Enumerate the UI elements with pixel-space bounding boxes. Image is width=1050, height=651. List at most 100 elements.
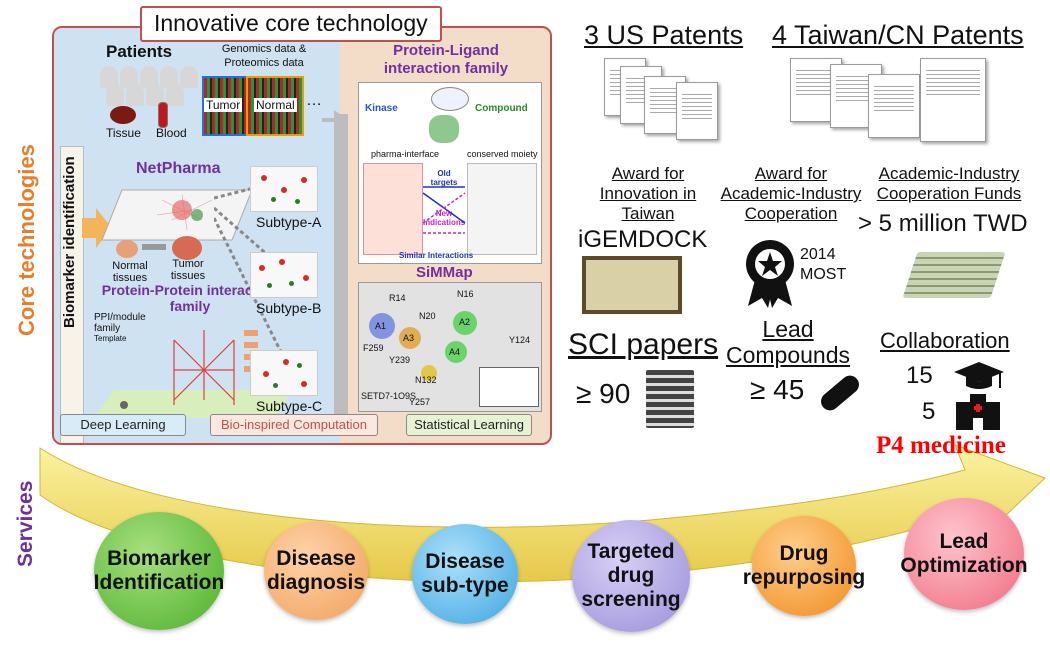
biomarker-bar: [60, 146, 84, 443]
sci-papers-heading: SCI papers: [568, 328, 719, 361]
tumor-label: Tumor: [204, 98, 243, 112]
kinase-label: Kinase: [365, 103, 398, 114]
ppi-module-label: PPI/module family: [94, 312, 146, 334]
simmap-structure: R14 N16 N20 A1 A2 A3 F259 Y239 A4 N132 Y…: [358, 282, 542, 412]
service-biomarker-identification: Biomarker Identification: [94, 512, 224, 630]
normal-tissue-icon: [116, 240, 138, 258]
residue-n132: N132: [415, 375, 437, 385]
award-certificate-image: [582, 256, 682, 314]
tissue-icon: [110, 106, 136, 124]
graduation-cap-icon: [954, 362, 1004, 389]
patients-icon: [100, 66, 200, 106]
residue-y257: Y257: [409, 397, 431, 407]
tw-patent-doc-3: [868, 74, 920, 138]
most-year: 2014: [800, 246, 836, 263]
plif-title: Protein-Ligand interaction family: [383, 42, 509, 77]
ppi-family-label: Protein-Protein interaction family: [101, 282, 279, 314]
pocket-a4: A4: [449, 347, 461, 357]
residue-r14: R14: [389, 293, 406, 303]
subtype-a-network: [250, 166, 318, 212]
tw-patents-heading: 4 Taiwan/CN Patents: [772, 20, 1024, 50]
residue-n16: N16: [457, 289, 474, 299]
blood-label: Blood: [156, 126, 187, 140]
services-label: Services: [14, 480, 37, 567]
collaboration-heading: Collaboration: [880, 328, 1010, 353]
statistical-learning-tag: Statistical Learning: [406, 414, 532, 436]
us-patents-heading: 3 US Patents: [584, 20, 744, 50]
pipeline-bar: [334, 114, 348, 414]
compound-label: Compound: [475, 103, 528, 114]
money-stack-icon: [902, 252, 1006, 298]
funds-value: > 5 million TWD: [858, 210, 1028, 237]
collab-hospital-count: 5: [922, 398, 936, 425]
residue-y239: Y239: [389, 355, 411, 365]
pharma-interface-label: pharma-interface: [371, 149, 440, 159]
service-drug-repurposing: Drug repurposing: [743, 516, 865, 616]
residue-f259: F259: [363, 343, 384, 353]
netpharma-network: [102, 189, 252, 241]
subtype-c-label: Subtype-C: [256, 398, 323, 414]
collab-academic-count: 15: [906, 362, 933, 389]
netpharma-label: NetPharma: [136, 160, 221, 177]
tissue-label: Tissue: [106, 126, 141, 140]
omics-label: Genomics data & Proteomics data: [221, 43, 307, 69]
pocket-a3: A3: [403, 333, 415, 343]
lead-count: ≥ 45: [750, 374, 805, 405]
p4-medicine-label: P4 medicine: [876, 432, 1006, 459]
pocket-a1: A1: [375, 321, 387, 331]
pocket-a2: A2: [459, 317, 471, 327]
old-targets-label: Old targets: [430, 169, 458, 187]
kinase-compound-icon: [431, 87, 469, 111]
patients-label: Patients: [106, 42, 173, 61]
award-academic-title: Award for Academic-Industry Cooperation: [720, 164, 862, 223]
service-disease-diagnosis: Disease diagnosis: [264, 522, 368, 620]
medal-icon: [746, 240, 794, 308]
deep-learning-tag: Deep Learning: [60, 414, 186, 436]
plif-diagram: Kinase Compound pharma-interface conserv…: [358, 82, 542, 264]
subtype-c-network: [250, 350, 318, 396]
book-stack-icon: [646, 370, 694, 428]
interaction-arrows: [422, 186, 466, 234]
us-patent-doc-4: [676, 82, 718, 140]
template-label: Template: [94, 334, 127, 343]
similar-interactions-label: Similar Interactions: [399, 251, 474, 260]
new-indications-label: New Indications: [423, 209, 466, 227]
compound-structure-box: [467, 163, 537, 255]
input-arrow-icon: [82, 208, 112, 248]
normal-label: Normal: [254, 98, 297, 112]
subtype-b-network: [250, 252, 318, 298]
hospital-icon: [956, 394, 1000, 430]
core-panel-title: Innovative core technology: [140, 6, 442, 42]
pipeline-arrows: [322, 110, 348, 340]
service-disease-subtype: Disease sub-type: [412, 524, 518, 624]
subtype-b-label: Subtype-B: [256, 300, 322, 316]
blood-icon: [158, 102, 168, 128]
subtype-a-label: Subtype-A: [256, 214, 322, 230]
funds-title: Academic-Industry Cooperation Funds: [876, 164, 1022, 203]
bio-inspired-tag: Bio-inspired Computation: [210, 414, 378, 436]
normal-tissues-label: Normal tissues: [112, 260, 148, 284]
tissue-arrow-icon: [142, 244, 166, 250]
lead-compounds-heading: Lead Compounds: [725, 316, 851, 368]
service-lead-optimization: Lead Optimization: [900, 498, 1028, 610]
simmap-title: SiMMap: [416, 264, 473, 281]
residue-y124: Y124: [509, 335, 531, 345]
sci-count: ≥ 90: [576, 378, 631, 409]
tumor-tissues-label: Tumor tissues: [170, 258, 206, 282]
igemdock-label: iGEMDOCK: [578, 226, 708, 253]
ppi-layered-network: [94, 330, 294, 418]
target-pathway-box: [363, 163, 423, 255]
more-data-ellipsis: …: [306, 92, 322, 109]
core-technology-panel: Biomarker identification Patients Tissue…: [52, 26, 552, 445]
setd7-label: SETD7-1O9S: [361, 391, 417, 401]
most-label: MOST: [800, 266, 847, 283]
service-targeted-drug-screening: Targeted drug screening: [572, 520, 690, 632]
tumor-tissue-icon: [172, 236, 202, 260]
residue-n20: N20: [419, 311, 436, 321]
award-innovation-title: Award for Innovation in Taiwan: [599, 164, 697, 223]
tw-patent-doc-4: [920, 58, 986, 142]
core-technologies-label: Core technologies: [14, 144, 39, 336]
conserved-moiety-label: conserved moiety: [467, 149, 538, 159]
protein-structure-icon: [429, 115, 459, 143]
biomarker-bar-label: Biomarker identification: [61, 156, 78, 328]
